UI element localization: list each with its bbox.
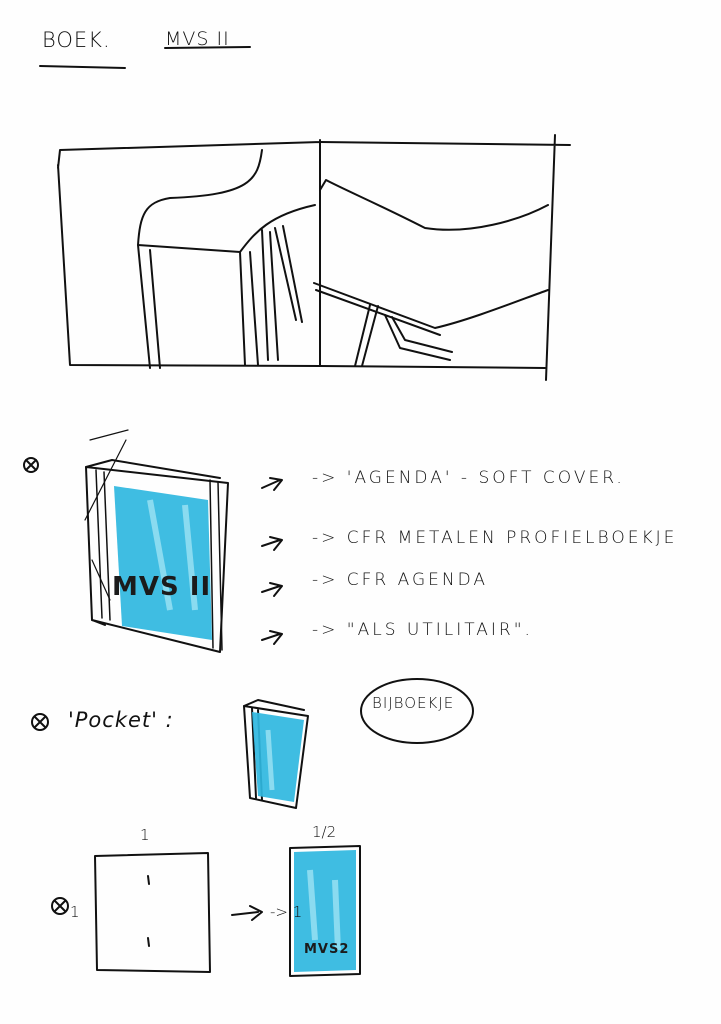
page-title: BOEK. [42, 28, 111, 52]
right-panel-frame [319, 134, 571, 381]
book1-frame [85, 466, 229, 653]
half-rect-cover-text: MVS2 [304, 942, 350, 957]
option1-marker-circle [23, 457, 39, 473]
square-top-dimension: 1 [140, 826, 150, 844]
chair-right-outline [319, 179, 549, 231]
note-2: -> CFR METALEN PROFIELBOEKJE [312, 528, 678, 548]
arrow-dimension: -> 1 [270, 903, 303, 921]
note-1: -> 'AGENDA' - SOFT COVER. [312, 468, 625, 488]
pocket-book-frame [243, 705, 309, 809]
book1-cover-text: MVS II [112, 572, 212, 602]
note-3: -> CFR AGENDA [312, 570, 489, 590]
option3-marker-circle [51, 897, 69, 915]
badge-ellipse [360, 678, 474, 744]
subtitle-underline [164, 46, 251, 49]
blue-fills [114, 486, 356, 972]
page-subtitle: MVS II [165, 28, 230, 50]
note-4: -> "ALS UTILITAIR". [312, 620, 533, 640]
chair-left-outline [137, 149, 316, 253]
half-rect-top-dimension: 1/2 [312, 823, 337, 841]
title-underline [39, 65, 126, 69]
half-rect-frame [289, 845, 361, 977]
option2-marker-circle [31, 713, 49, 731]
bijboekje-badge: BIJBOEKJE [372, 694, 455, 712]
left-panel-frame [57, 139, 321, 367]
pocket-blue-cover [252, 712, 304, 802]
square-side-dimension: 1 [70, 903, 80, 921]
pocket-label: 'Pocket' : [68, 708, 174, 732]
square-frame [94, 852, 211, 973]
